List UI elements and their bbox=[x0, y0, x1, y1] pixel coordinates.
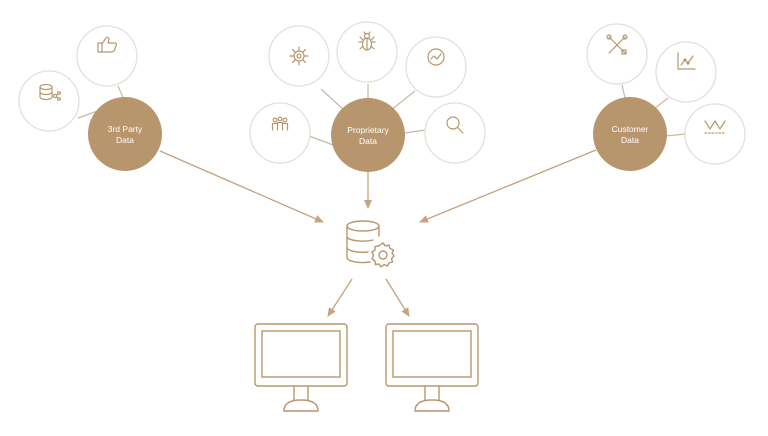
hub-label: Proprietary bbox=[347, 125, 389, 135]
satellite-icons bbox=[39, 31, 726, 134]
arrow-database-to-monitor-left bbox=[327, 278, 353, 317]
arrow-database-to-monitor-right bbox=[385, 278, 410, 317]
satellite-circle bbox=[268, 25, 330, 87]
proprietary-hub: Proprietary Data bbox=[331, 98, 405, 172]
third-party-hub: 3rd Party Data bbox=[88, 97, 162, 171]
satellite-circle bbox=[249, 102, 311, 164]
monitor-icon bbox=[254, 323, 348, 412]
connector-line bbox=[664, 133, 687, 137]
line-chart-icon bbox=[677, 52, 696, 70]
connector-line bbox=[308, 135, 337, 147]
connector-line bbox=[390, 90, 416, 111]
arrow-customer-to-database bbox=[419, 149, 597, 223]
hub-circle bbox=[88, 97, 162, 171]
satellite-circles bbox=[18, 21, 746, 165]
hub-label: Customer bbox=[612, 124, 649, 134]
bug-icon bbox=[358, 31, 376, 51]
satellite-circle bbox=[336, 21, 398, 83]
satellite-circle bbox=[655, 41, 717, 103]
gear-icon bbox=[289, 46, 309, 66]
thumbs-up-icon bbox=[97, 36, 117, 53]
satellite-circle bbox=[684, 103, 746, 165]
arrow-third-party-to-database bbox=[159, 150, 324, 223]
trend-chart-icon bbox=[427, 48, 445, 66]
monitor-icon bbox=[385, 323, 479, 412]
satellite-circle bbox=[405, 36, 467, 98]
hub-circle bbox=[331, 98, 405, 172]
satellite-circle bbox=[18, 70, 80, 132]
flow-arrows bbox=[159, 149, 597, 317]
database-gear-icon bbox=[346, 220, 395, 268]
connector-line bbox=[403, 129, 427, 134]
tools-icon bbox=[606, 34, 628, 55]
hub-circle bbox=[593, 97, 667, 171]
hub-label: 3rd Party bbox=[108, 124, 143, 134]
satellite-circle bbox=[424, 102, 486, 164]
customer-hub: Customer Data bbox=[593, 97, 667, 171]
connector-line bbox=[621, 84, 626, 99]
satellite-circle bbox=[76, 25, 138, 87]
satellite-circle bbox=[586, 23, 648, 85]
hub-label: Data bbox=[116, 135, 134, 145]
wave-chart-icon bbox=[704, 120, 726, 134]
search-icon bbox=[446, 116, 464, 134]
hub-label: Data bbox=[359, 136, 377, 146]
database-share-icon bbox=[39, 83, 61, 101]
hub-label: Data bbox=[621, 135, 639, 145]
connector-line bbox=[320, 88, 345, 111]
people-group-icon bbox=[271, 116, 289, 131]
